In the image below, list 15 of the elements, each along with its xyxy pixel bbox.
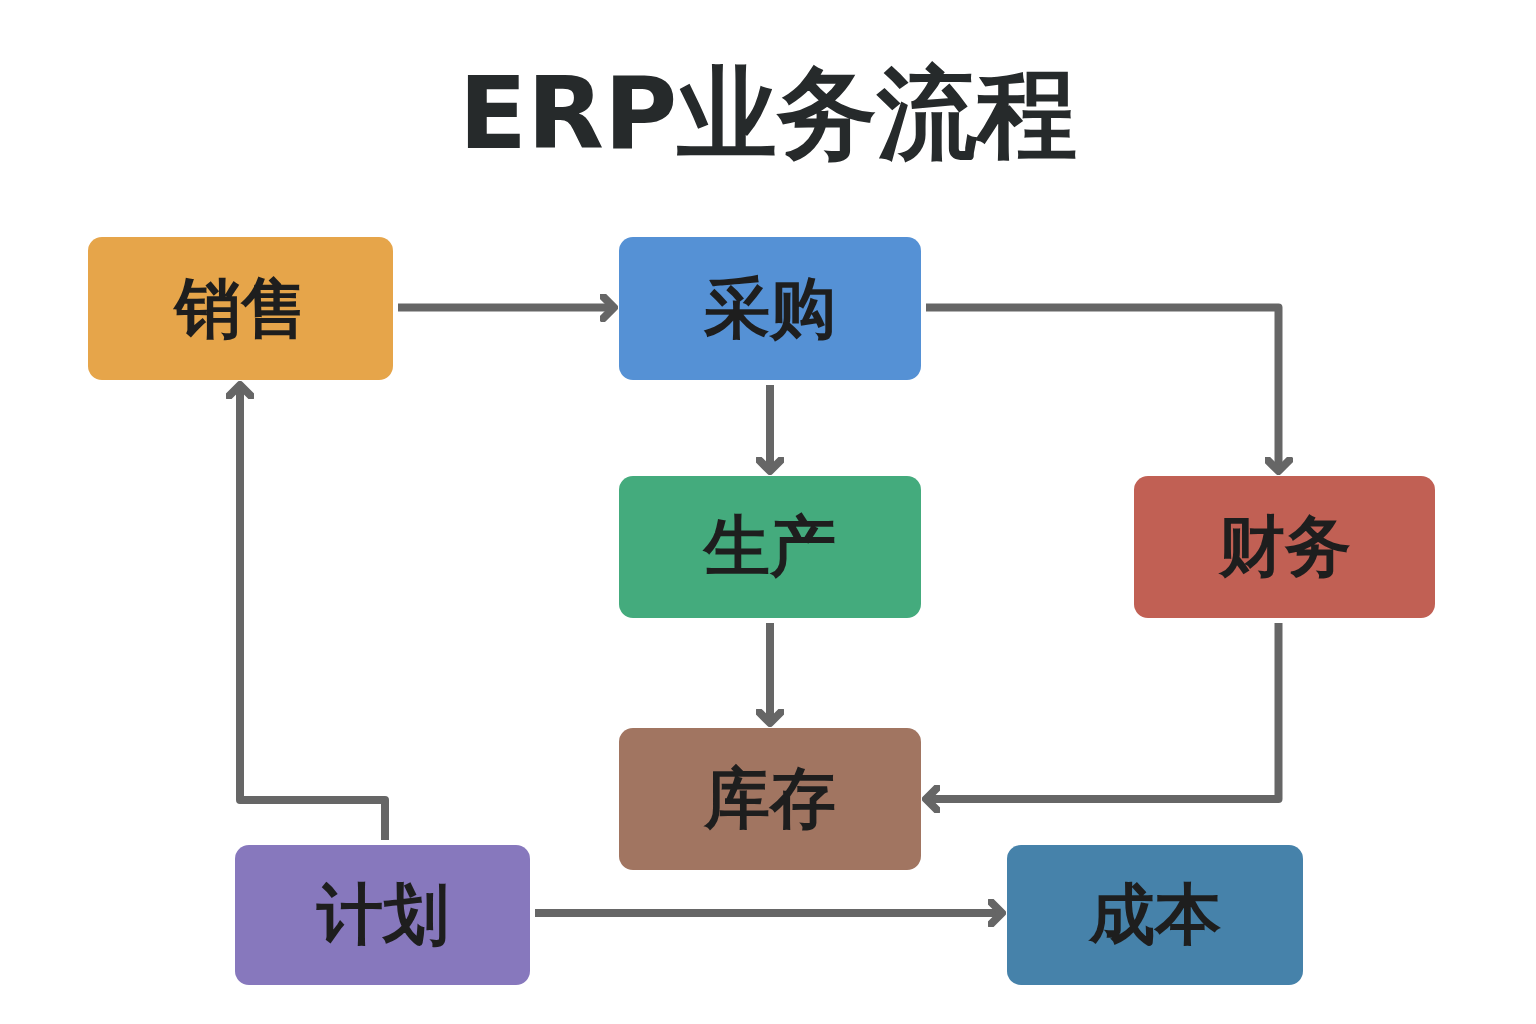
process-box [88, 237, 393, 380]
process-label: 计划 [316, 875, 449, 955]
process-label: 财务 [1218, 507, 1351, 587]
process-box [1134, 476, 1435, 618]
process-label: 采购 [704, 268, 836, 349]
process-label: 成本 [1089, 875, 1221, 955]
process-box [619, 476, 921, 618]
process-label: 生产 [704, 507, 836, 587]
process-label: 销售 [174, 268, 307, 349]
process-box [235, 845, 530, 985]
process-box [1007, 845, 1303, 985]
process-label: 库存 [704, 759, 836, 839]
process-box [619, 237, 921, 380]
diagram-title: ERP业务流程 [458, 55, 1078, 172]
process-box [619, 728, 921, 870]
